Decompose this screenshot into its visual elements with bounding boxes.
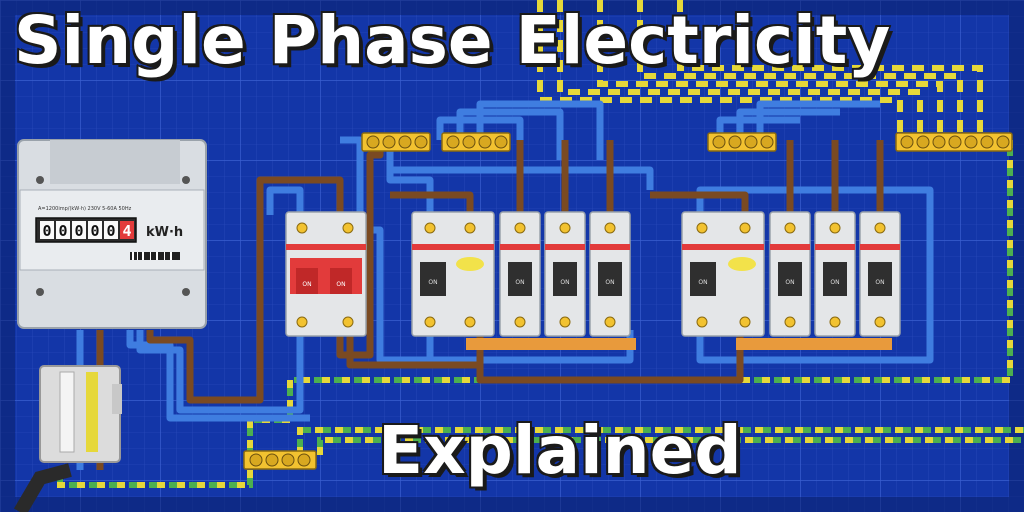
terminal-block-neutral-2 <box>707 132 777 152</box>
mcb-3-on: ON <box>605 279 614 286</box>
mcb-3: ON <box>589 211 631 337</box>
main-switch-on-2: ON <box>336 281 345 288</box>
rcd-2: ON <box>681 211 765 337</box>
meter-digit-4: 0 <box>90 222 99 240</box>
mcb-5: ON <box>814 211 856 337</box>
live-wires <box>96 140 884 470</box>
meter-digit-2: 0 <box>58 222 67 240</box>
rcd-icon: ON <box>411 211 495 337</box>
rcd-2-on: ON <box>698 279 707 286</box>
terminal-block-live <box>361 132 431 152</box>
meter-unit: kW·h <box>146 225 183 240</box>
meter-spec: A=1200imp/(kW·h) 230V 5-60A 50Hz <box>38 206 132 212</box>
mcb-2: ON <box>544 211 586 337</box>
mcb-icon: ON <box>499 211 541 337</box>
page-subtitle: Explained <box>377 411 744 491</box>
terminal-block-earth-main <box>895 132 1013 152</box>
page-title: Single Phase Electricity <box>12 1 891 81</box>
terminal-block-neutral-1 <box>441 132 511 152</box>
meter-digit-3: 0 <box>74 222 83 240</box>
electricity-meter-icon: 0 0 0 0 0 4 kW·h A=1200imp/(kW·h) 230V 5… <box>17 139 207 329</box>
busbar-2 <box>736 338 892 350</box>
mcb-2-on: ON <box>560 279 569 286</box>
main-switch-icon: ON ON <box>285 211 367 337</box>
cutout-fuse-icon <box>13 365 122 512</box>
meter-digits: 0 0 0 0 0 4 <box>40 221 134 240</box>
terminal-block-earth-lower <box>243 450 317 470</box>
rcd-1-on: ON <box>428 279 437 286</box>
mcb-6: ON <box>859 211 901 337</box>
mcb-1-on: ON <box>515 279 524 286</box>
mcb-4-on: ON <box>785 279 794 286</box>
meter-digit-6: 4 <box>122 222 131 240</box>
mcb-4: ON <box>769 211 811 337</box>
main-switch-on-1: ON <box>302 281 311 288</box>
meter-digit-1: 0 <box>42 222 51 240</box>
mcb-5-on: ON <box>830 279 839 286</box>
meter-digit-5: 0 <box>106 222 115 240</box>
busbar-1 <box>466 338 636 350</box>
mcb-6-on: ON <box>875 279 884 286</box>
